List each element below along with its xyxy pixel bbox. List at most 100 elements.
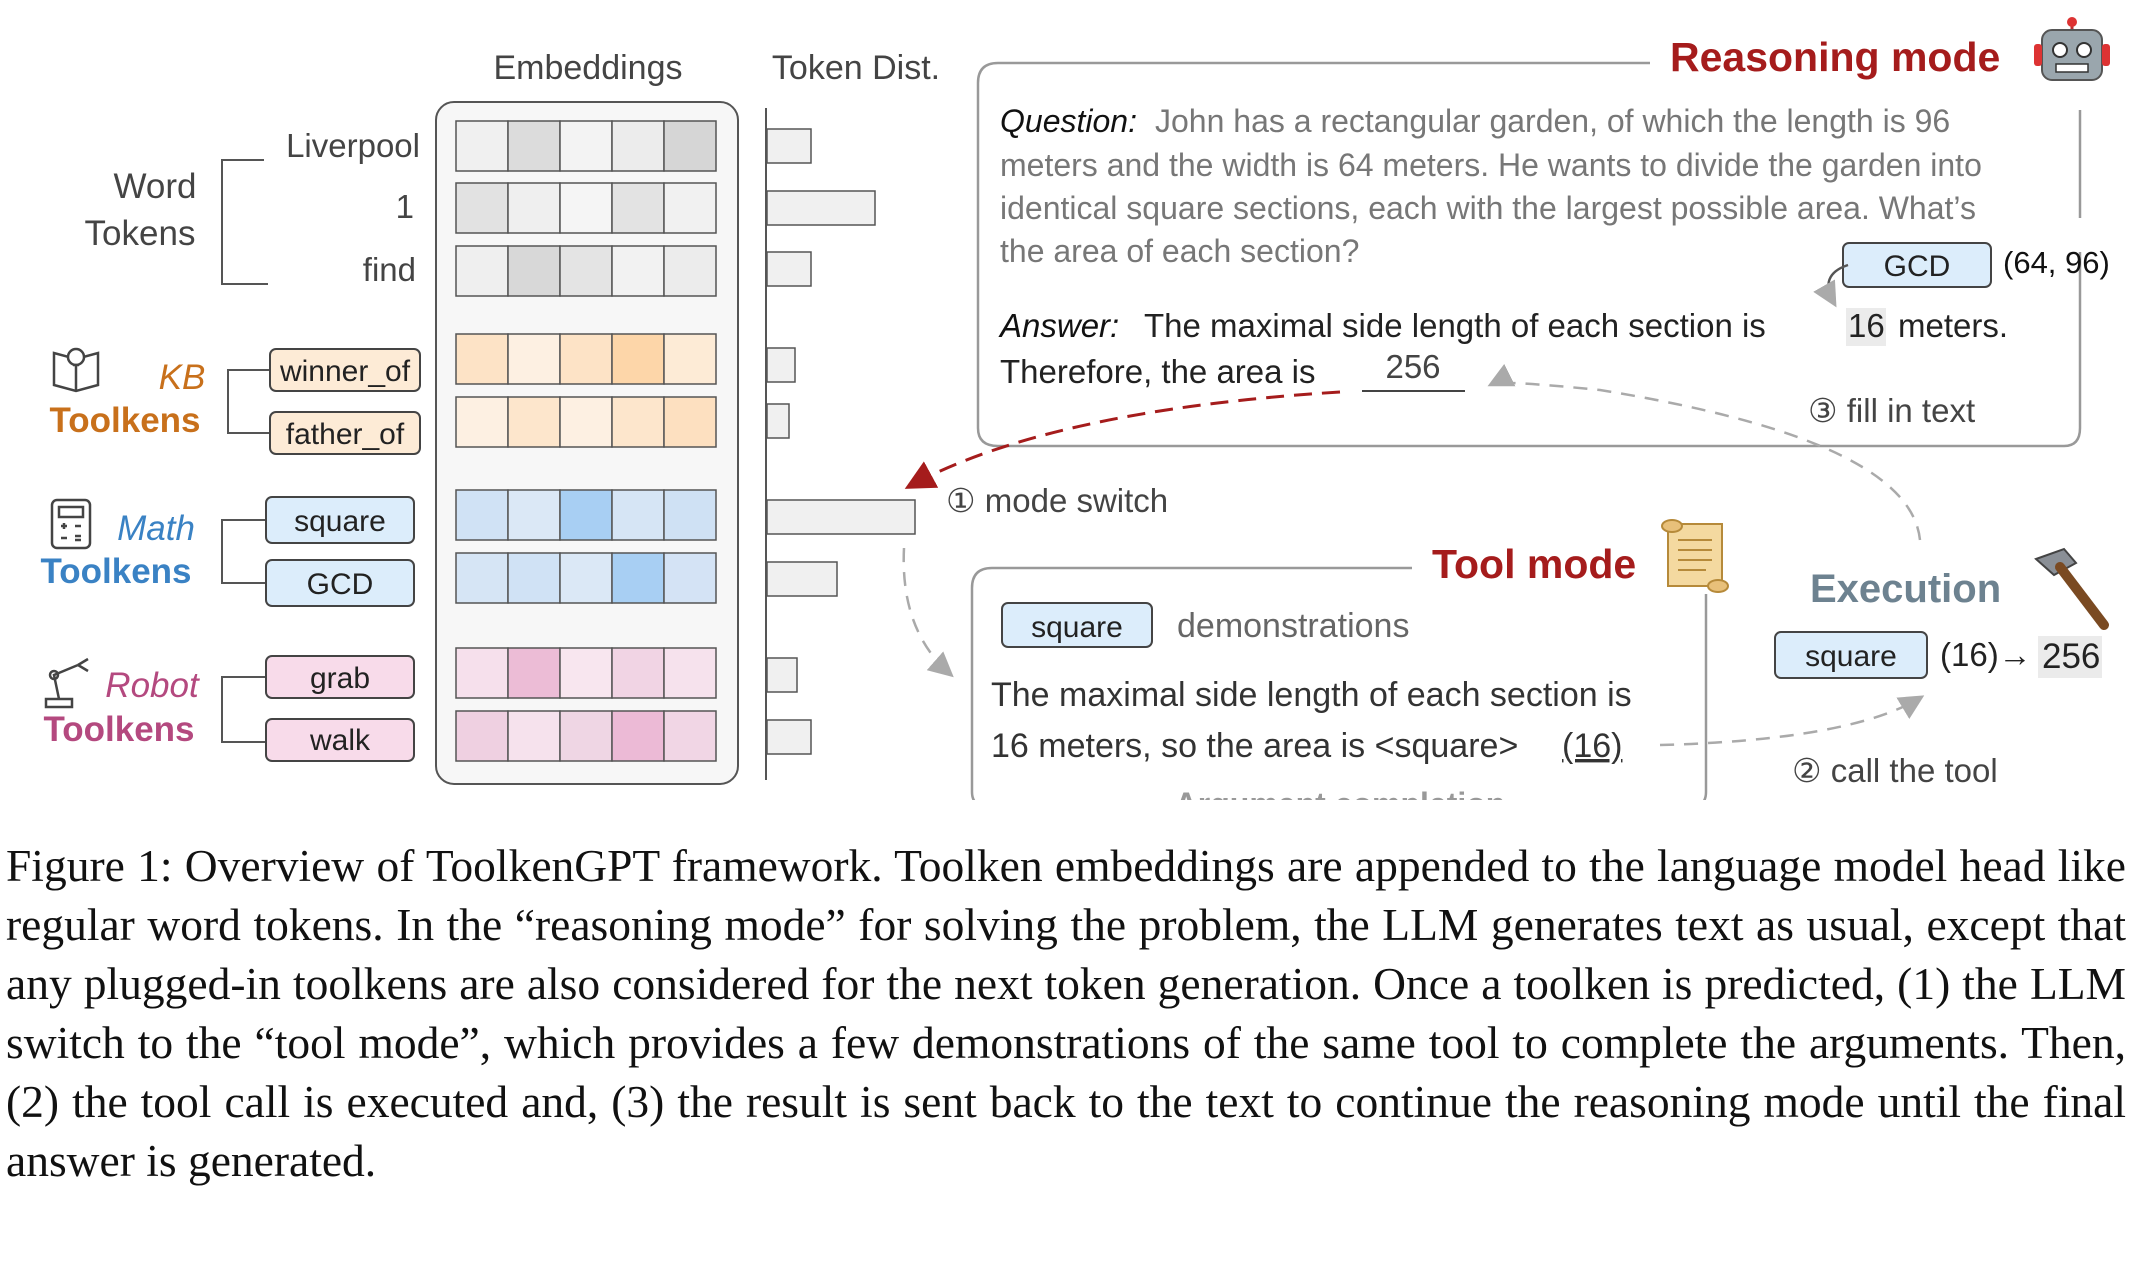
embedding-cell xyxy=(611,552,665,604)
call-tool-label: ② call the tool xyxy=(1792,752,1998,789)
embedding-cell xyxy=(507,120,561,172)
embedding-cell xyxy=(455,396,509,448)
embedding-cell xyxy=(507,333,561,385)
toolken-square: square xyxy=(294,505,386,538)
toolken-grab: grab xyxy=(310,662,370,695)
token-liverpool: Liverpool xyxy=(286,127,420,164)
answer-highlight-bg xyxy=(1846,308,1886,346)
question-label: Question: xyxy=(1000,103,1137,139)
execution-result: 256 xyxy=(2042,637,2100,676)
embedding-cell xyxy=(611,647,665,699)
answer-line-1: The maximal side length of each section … xyxy=(1144,307,1766,344)
robot-label: Robot xyxy=(105,666,200,705)
question-line-4: the area of each section? xyxy=(1000,233,1359,269)
call-tool-arrow xyxy=(1659,695,1925,747)
toolkengpt-diagram: Embeddings Token Dist. Word Tokens Liver… xyxy=(40,17,2110,800)
embedding-cell xyxy=(611,120,665,172)
tool-line-1: The maximal side length of each section … xyxy=(991,676,1632,714)
execution-square-box xyxy=(1774,631,1928,679)
answer-line-2: Therefore, the area is xyxy=(1000,353,1316,390)
kb-book-icon xyxy=(52,347,100,393)
embedding-cell xyxy=(507,182,561,234)
embedding-cell xyxy=(559,552,613,604)
embedding-cell xyxy=(559,120,613,172)
execution-result-bg xyxy=(2038,636,2102,678)
mode-switch-arrow xyxy=(904,390,1341,489)
token-dist-bar xyxy=(766,128,812,164)
toolken-father-of-box xyxy=(269,411,421,455)
scroll-icon xyxy=(1661,519,1729,593)
embedding-cell xyxy=(455,710,509,762)
figure-caption: Figure 1: Overview of ToolkenGPT framewo… xyxy=(6,840,2126,1186)
reasoning-gcd-box xyxy=(1842,242,1992,288)
question-line-2: meters and the width is 64 meters. He wa… xyxy=(1000,147,1982,183)
embedding-cell xyxy=(559,333,613,385)
embedding-cell xyxy=(611,396,665,448)
toolken-father-of: father_of xyxy=(286,418,405,451)
tool-line-2: 16 meters, so the area is <square> xyxy=(991,727,1518,765)
embedding-cell xyxy=(663,489,717,541)
to-tool-mode-arrow xyxy=(902,547,954,678)
token-dist-bar xyxy=(766,251,812,287)
toolken-winner-of: winner_of xyxy=(279,355,411,388)
embedding-cell xyxy=(663,552,717,604)
embedding-cell xyxy=(455,182,509,234)
tool-square-box xyxy=(1001,602,1153,648)
token-find: find xyxy=(363,251,416,288)
tool-mode-title: Tool mode xyxy=(1432,541,1636,587)
embedding-cell xyxy=(559,182,613,234)
embedding-cell xyxy=(559,396,613,448)
embedding-cell xyxy=(455,489,509,541)
toolken-walk: walk xyxy=(309,724,371,757)
embeddings-heading: Embeddings xyxy=(493,49,682,87)
reasoning-mode-title: Reasoning mode xyxy=(1670,34,2000,80)
answer-line-1-end: meters. xyxy=(1898,307,2008,344)
embedding-cell xyxy=(559,489,613,541)
gcd-loop-arrow xyxy=(1813,263,1849,308)
embedding-cell xyxy=(507,552,561,604)
toolken-square-box xyxy=(265,496,415,544)
embedding-cell xyxy=(663,333,717,385)
embedding-cell xyxy=(455,333,509,385)
token-dist-bar xyxy=(766,561,838,597)
answer-label: Answer: xyxy=(998,307,1119,344)
embedding-cell xyxy=(611,710,665,762)
robot-toolkens-label: Toolkens xyxy=(43,710,194,749)
embedding-cell xyxy=(611,333,665,385)
embedding-cell xyxy=(559,245,613,297)
embedding-cell xyxy=(507,489,561,541)
toolken-gcd-box xyxy=(265,559,415,607)
embedding-cell xyxy=(663,245,717,297)
execution-title: Execution xyxy=(1810,567,2001,611)
embedding-cell xyxy=(663,710,717,762)
tool-square-tag: square xyxy=(1031,611,1123,644)
embedding-cell xyxy=(507,245,561,297)
embedding-cell xyxy=(559,710,613,762)
demonstrations-label: demonstrations xyxy=(1177,607,1409,645)
answer-highlight: 16 xyxy=(1848,307,1885,344)
word-tokens-label-2: Tokens xyxy=(85,214,196,253)
math-toolkens-label: Toolkens xyxy=(40,552,191,591)
token-one: 1 xyxy=(396,188,414,225)
token-dist-heading: Token Dist. xyxy=(772,49,940,87)
embedding-cell xyxy=(507,396,561,448)
reasoning-gcd-tag: GCD xyxy=(1884,250,1951,283)
toolken-winner-of-box xyxy=(269,348,421,392)
answer-blank: 256 xyxy=(1385,348,1440,385)
embedding-cell xyxy=(455,647,509,699)
kb-bracket xyxy=(227,369,270,434)
embedding-cell xyxy=(663,120,717,172)
embedding-cell xyxy=(455,245,509,297)
embedding-cell xyxy=(455,120,509,172)
robot-bracket xyxy=(221,676,266,743)
calculator-icon xyxy=(50,498,92,550)
word-tokens-label-1: Word xyxy=(114,167,197,206)
robot-arm-icon xyxy=(44,657,89,709)
embedding-cell xyxy=(611,489,665,541)
tool-panel xyxy=(970,566,1708,800)
embedding-matrix xyxy=(455,120,717,762)
token-dist-bar xyxy=(766,190,876,226)
embedding-cell xyxy=(507,710,561,762)
embedding-cell xyxy=(611,182,665,234)
execution-square-tag: square xyxy=(1805,640,1897,673)
